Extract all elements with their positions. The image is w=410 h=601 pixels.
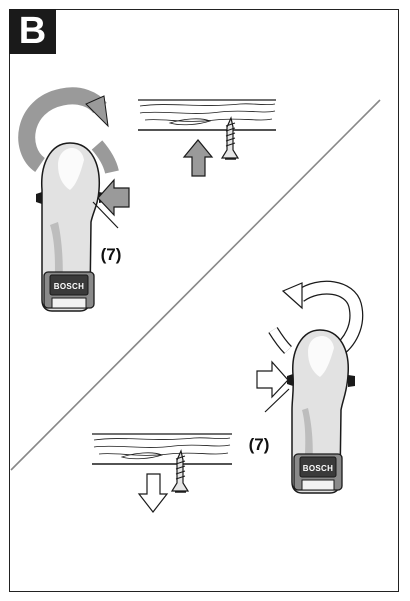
push-left-arrow-icon	[98, 180, 129, 215]
screwdriver-tool-upper: BOSCH	[36, 143, 104, 311]
screw-upper	[222, 118, 238, 159]
wood-board-upper	[138, 100, 276, 130]
down-arrow-icon	[139, 474, 167, 512]
screw-lower	[172, 451, 188, 492]
brand-logo-upper: BOSCH	[54, 282, 84, 291]
up-arrow-icon	[184, 140, 212, 176]
callout-7-lower: (7)	[249, 435, 270, 454]
screwdriver-tool-lower: BOSCH	[287, 330, 355, 493]
push-right-arrow-icon	[257, 362, 288, 397]
brand-logo-lower: BOSCH	[303, 464, 333, 473]
wood-board-lower	[92, 434, 232, 464]
callout-7-upper: (7)	[101, 245, 122, 264]
